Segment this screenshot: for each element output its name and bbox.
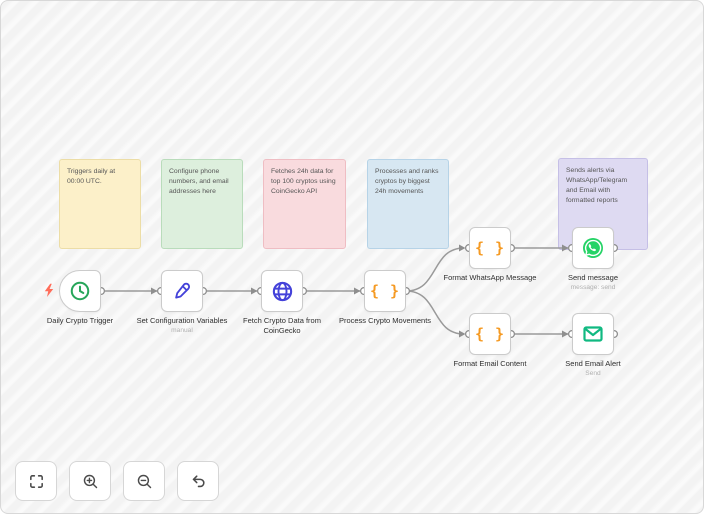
node-send-email-alert[interactable] — [572, 313, 614, 355]
node-fetch-crypto-data[interactable] — [261, 270, 303, 312]
sticky-note-text: Configure phone numbers, and email addre… — [169, 168, 229, 195]
node-subtitle: message: send — [570, 283, 616, 291]
node-format-email-content[interactable]: { } — [469, 313, 511, 355]
zoom-to-fit-icon — [29, 474, 43, 488]
sticky-note-text: Fetches 24h data for top 100 cryptos usi… — [271, 168, 336, 195]
node-label: Process Crypto Movements — [338, 316, 432, 325]
envelope-icon — [583, 326, 603, 342]
code-braces-icon: { } — [474, 238, 506, 257]
sticky-note-config[interactable]: Configure phone numbers, and email addre… — [161, 159, 243, 249]
node-set-configuration-variables[interactable] — [161, 270, 203, 312]
sticky-note-fetch[interactable]: Fetches 24h data for top 100 cryptos usi… — [263, 159, 346, 249]
canvas-toolbar — [15, 461, 219, 501]
sticky-note-text: Processes and ranks cryptos by biggest 2… — [375, 168, 439, 195]
sticky-note-text: Triggers daily at 00:00 UTC. — [67, 168, 116, 185]
lightning-bolt-icon — [44, 283, 54, 297]
zoom-to-fit-button[interactable] — [15, 461, 57, 501]
reset-view-icon — [192, 474, 205, 487]
wire-process-whatsappformat — [405, 247, 465, 292]
node-label: Daily Crypto Trigger — [46, 316, 114, 325]
connection-arrowheads — [151, 244, 569, 338]
code-braces-icon: { } — [474, 324, 506, 343]
node-subtitle: manual — [171, 326, 193, 334]
sticky-note-text: Sends alerts via WhatsApp/Telegram and E… — [566, 167, 628, 204]
connection-lines — [101, 247, 568, 335]
sticky-note-trigger[interactable]: Triggers daily at 00:00 UTC. — [59, 159, 141, 249]
zoom-out-icon — [137, 474, 151, 488]
node-subtitle: Send — [585, 369, 601, 377]
node-process-crypto-movements[interactable]: { } — [364, 270, 406, 312]
node-label: Format Email Content — [453, 359, 527, 368]
node-label: Send message message: send — [545, 273, 641, 293]
node-format-whatsapp-message[interactable]: { } — [469, 227, 511, 269]
zoom-in-button[interactable] — [69, 461, 111, 501]
code-braces-icon: { } — [369, 281, 401, 300]
globe-icon — [272, 281, 292, 301]
node-daily-crypto-trigger[interactable] — [59, 270, 101, 312]
zoom-in-icon — [83, 474, 97, 488]
node-label: Fetch Crypto Data from CoinGecko — [243, 316, 321, 335]
sticky-note-process[interactable]: Processes and ranks cryptos by biggest 2… — [367, 159, 449, 249]
node-label: Send Email Alert Send — [545, 359, 641, 379]
whatsapp-icon — [583, 238, 603, 258]
node-label: Format WhatsApp Message — [443, 273, 537, 282]
node-label: Set Configuration Variables manual — [134, 316, 230, 336]
node-send-message-whatsapp[interactable] — [572, 227, 614, 269]
zoom-out-button[interactable] — [123, 461, 165, 501]
clock-icon — [70, 281, 90, 301]
pen-icon — [175, 282, 190, 299]
wire-process-emailformat — [405, 290, 465, 335]
reset-view-button[interactable] — [177, 461, 219, 501]
